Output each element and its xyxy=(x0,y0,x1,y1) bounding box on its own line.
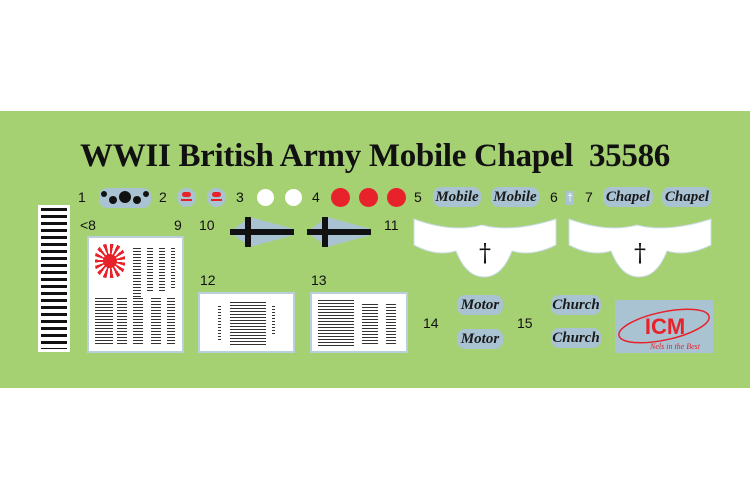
decal-wing-emblem-2: † xyxy=(568,218,712,278)
decal-10-balkenkreuz xyxy=(230,217,294,247)
label-15: 15 xyxy=(517,315,533,331)
decal-1-gauges xyxy=(99,188,151,208)
svg-text:Nels in the Best: Nels in the Best xyxy=(649,342,701,351)
label-7: 7 xyxy=(585,189,593,205)
sheet-title: WWII British Army Mobile Chapel 35586 xyxy=(80,138,670,174)
decal-13-document xyxy=(310,292,408,353)
decal-4a xyxy=(331,188,350,207)
decal-3a xyxy=(257,189,274,206)
label-2: 2 xyxy=(159,189,167,205)
label-5: 5 xyxy=(414,189,422,205)
label-9: 9 xyxy=(174,217,182,233)
label-11: 11 xyxy=(384,217,399,233)
decal-4b xyxy=(359,188,378,207)
decal-2a xyxy=(177,188,196,207)
cross-icon: † xyxy=(479,239,491,267)
decal-12-document xyxy=(198,292,295,353)
decal-8-instrument-scale xyxy=(38,205,70,352)
decal-church-2: Church xyxy=(551,328,601,348)
decal-motor-1: Motor xyxy=(457,295,503,315)
decal-mobile-1: Mobile xyxy=(433,187,481,207)
label-6: 6 xyxy=(550,189,558,205)
icm-logo: ICM Nels in the Best xyxy=(615,300,713,353)
decal-chapel-1: Chapel xyxy=(603,187,653,207)
label-13: 13 xyxy=(311,272,327,288)
label-10: 10 xyxy=(199,217,215,233)
svg-text:ICM: ICM xyxy=(645,314,685,339)
decal-2b xyxy=(207,188,226,207)
decal-chapel-2: Chapel xyxy=(662,187,712,207)
decal-church-1: Church xyxy=(551,295,601,315)
decal-wing-emblem-1: † xyxy=(413,218,557,278)
decal-3b xyxy=(285,189,302,206)
decal-4c xyxy=(387,188,406,207)
label-3: 3 xyxy=(236,189,244,205)
decal-6-cross: † xyxy=(566,191,574,205)
label-12: 12 xyxy=(200,272,216,288)
label-14: 14 xyxy=(423,315,439,331)
decal-11-balkenkreuz xyxy=(307,217,371,247)
label-8: <8 xyxy=(80,217,96,233)
label-4: 4 xyxy=(312,189,320,205)
decal-mobile-2: Mobile xyxy=(491,187,539,207)
cross-icon: † xyxy=(634,239,646,267)
decal-motor-2: Motor xyxy=(457,329,503,349)
decal-9-document xyxy=(87,236,184,353)
label-1: 1 xyxy=(78,189,86,205)
